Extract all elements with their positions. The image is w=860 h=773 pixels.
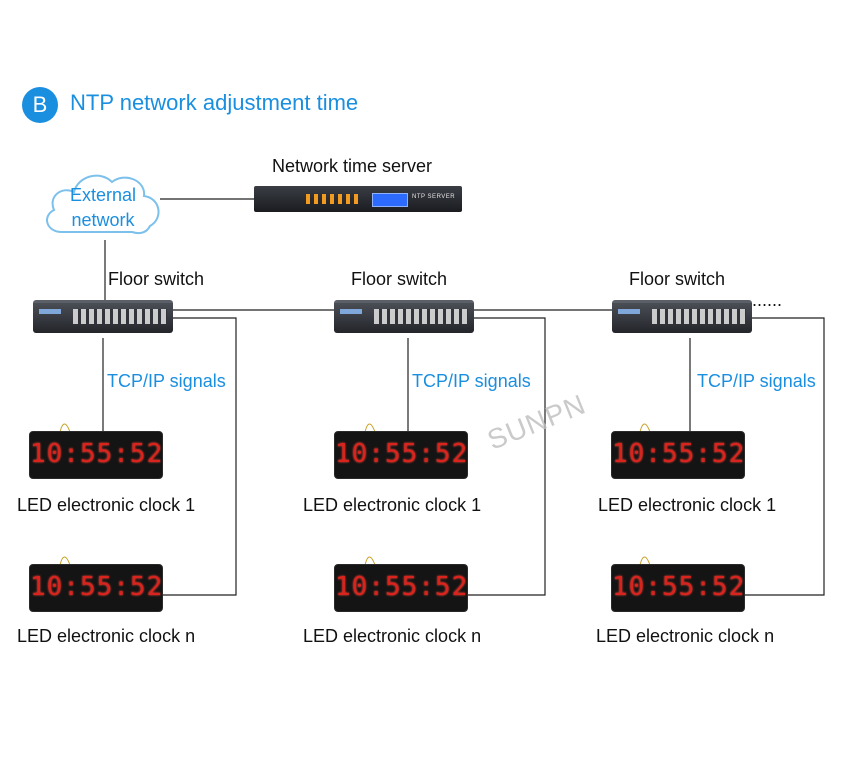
led-clock-n-a: 10:55:52 [29, 564, 163, 612]
section-title: NTP network adjustment time [70, 90, 359, 115]
continuation-dots: ...... [752, 290, 783, 310]
clock-label-1-c: LED electronic clock 1 [598, 495, 777, 515]
switch-label-1: Floor switch [108, 269, 205, 289]
led-clock-n-b: 10:55:52 [334, 564, 468, 612]
clock-label-1-b: LED electronic clock 1 [303, 495, 482, 515]
cloud-icon [46, 174, 160, 235]
cloud-line-2: network [71, 210, 135, 230]
clock-label-n-c: LED electronic clock n [596, 626, 775, 646]
clock-digits: 10:55:52 [30, 572, 164, 602]
led-clock-1-b: 10:55:52 [334, 431, 468, 479]
switch-ports [73, 309, 167, 324]
floor-switch-3 [612, 300, 752, 333]
server-label: Network time server [272, 156, 433, 176]
clock-digits: 10:55:52 [335, 572, 469, 602]
switch-ports [374, 309, 468, 324]
floor-switch-2 [334, 300, 474, 333]
signal-label-1: TCP/IP signals [107, 371, 226, 391]
section-badge: B [22, 87, 58, 123]
led-clock-n-c: 10:55:52 [611, 564, 745, 612]
signal-label-2: TCP/IP signals [412, 371, 531, 391]
cloud-line-1: External [69, 185, 137, 205]
server-port-lights [306, 194, 362, 204]
clock-label-n-a: LED electronic clock n [17, 626, 196, 646]
led-clock-1-a: 10:55:52 [29, 431, 163, 479]
switch-brand-mark [340, 309, 362, 314]
switch-brand-mark [618, 309, 640, 314]
switch-label-2: Floor switch [351, 269, 448, 289]
server-display [372, 193, 408, 207]
clock-label-n-b: LED electronic clock n [303, 626, 482, 646]
signal-label-3: TCP/IP signals [697, 371, 816, 391]
clock-digits: 10:55:52 [335, 439, 469, 469]
clock-digits: 10:55:52 [30, 439, 164, 469]
switch-label-3: Floor switch [629, 269, 726, 289]
switch-ports [652, 309, 746, 324]
switch-brand-mark [39, 309, 61, 314]
led-clock-1-c: 10:55:52 [611, 431, 745, 479]
server-panel-text: NTP SERVER [412, 194, 456, 200]
clock-digits: 10:55:52 [612, 439, 746, 469]
floor-switch-1 [33, 300, 173, 333]
ntp-server-device: NTP SERVER [254, 186, 462, 212]
clock-label-1-a: LED electronic clock 1 [17, 495, 196, 515]
clock-digits: 10:55:52 [612, 572, 746, 602]
external-network-label: External network [40, 183, 166, 233]
